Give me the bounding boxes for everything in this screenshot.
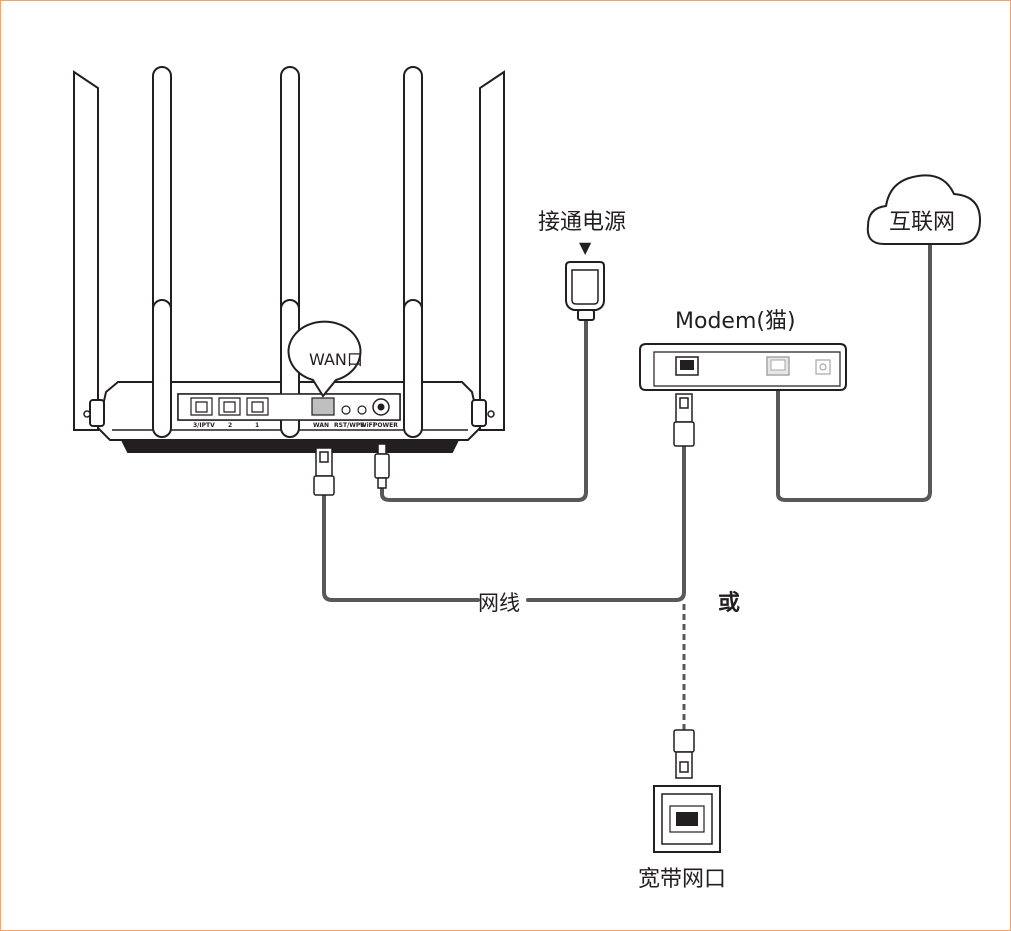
- rj45-plug-wall: [673, 729, 695, 779]
- port-label-lan2: 2: [228, 422, 232, 429]
- internet-label: 互联网: [889, 210, 955, 235]
- port-label-rst: RST/WPS: [334, 422, 365, 429]
- wan-callout-label: WAN口: [309, 350, 363, 369]
- rst-wps-button: [341, 405, 351, 415]
- lan-port-2: [218, 397, 241, 416]
- cable-wan-to-modem: [322, 493, 480, 602]
- power-adapter: [565, 261, 605, 321]
- modem-label: Modem(猫): [675, 309, 796, 334]
- port-label-lan3: 3/IPTV: [193, 422, 215, 429]
- wan-port: [311, 397, 335, 416]
- or-label: 或: [718, 590, 740, 616]
- dc-power-plug: [374, 443, 390, 489]
- internet-cloud-icon: [866, 174, 982, 245]
- port-label-power: POWER: [373, 422, 398, 429]
- cable-label: 网线: [478, 591, 520, 615]
- rj45-plug-modem: [673, 393, 695, 447]
- rj45-plug-router: [313, 447, 335, 496]
- power-label: 接通电源: [538, 210, 626, 235]
- power-arrow: ▼: [579, 238, 592, 257]
- lan-port-1: [246, 397, 269, 416]
- wifi-button: [357, 405, 367, 415]
- router-base: [120, 439, 460, 453]
- port-label-wan: WAN: [313, 422, 329, 429]
- wall-port-label: 宽带网口: [638, 867, 726, 892]
- antenna-left-outer: [73, 70, 99, 431]
- port-label-lan1: 1: [255, 422, 259, 429]
- cable-modem-internet: [776, 242, 932, 502]
- lan-port-group: [190, 397, 269, 416]
- wan-callout: WAN口: [287, 320, 363, 398]
- lan-port-3: [190, 397, 213, 416]
- antenna-right-outer: [479, 70, 505, 431]
- wall-ethernet-port: [653, 785, 721, 853]
- modem: [639, 343, 847, 391]
- port-label-wifi: WiFi: [360, 422, 375, 429]
- cable-power: [380, 316, 588, 502]
